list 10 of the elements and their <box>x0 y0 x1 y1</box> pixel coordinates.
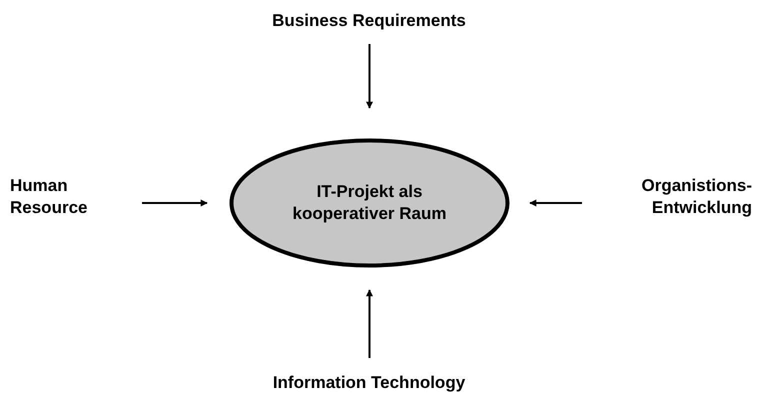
central-ellipse <box>229 138 510 268</box>
arrow <box>366 44 373 109</box>
ellipse-label: IT-Projekt als kooperativer Raum <box>292 181 448 225</box>
input-label: Organistions- Entwicklung <box>640 175 752 219</box>
arrow <box>529 200 582 206</box>
arrow <box>366 289 373 358</box>
input-label: Information Technology <box>272 372 466 394</box>
arrow <box>142 200 208 206</box>
input-label: Business Requirements <box>272 10 466 32</box>
input-label: Human Resource <box>10 175 88 219</box>
